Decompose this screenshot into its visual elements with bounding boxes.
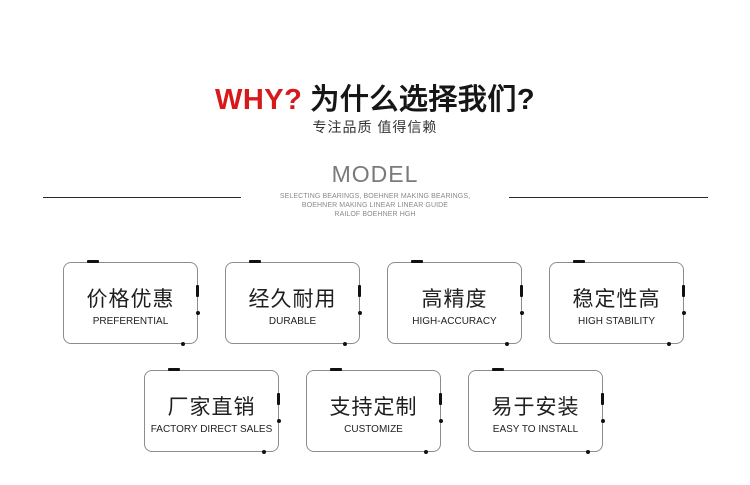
model-desc-line: SELECTING BEARINGS, BOEHNER MAKING BEARI… — [279, 193, 471, 200]
decor-dot — [181, 342, 185, 346]
decor-dash — [168, 368, 180, 371]
model-desc-line: RAILOF BOEHNER HGH — [334, 211, 416, 218]
headline: WHY?为什么选择我们? — [0, 76, 750, 118]
feature-subtitle: EASY TO INSTALL — [492, 424, 579, 435]
decor-dash — [439, 393, 442, 405]
decor-dot — [505, 342, 509, 346]
feature-subtitle: HIGH STABILITY — [577, 316, 656, 327]
feature-card-easy-install: 易于安装 EASY TO INSTALL — [468, 370, 603, 452]
decor-dash — [87, 260, 99, 263]
decor-dash — [358, 285, 361, 297]
divider-right — [509, 197, 708, 198]
decor-dot — [262, 450, 266, 454]
feature-card-customize: 支持定制 CUSTOMIZE — [306, 370, 441, 452]
decor-dash — [249, 260, 261, 263]
decor-dot — [343, 342, 347, 346]
decor-dash — [682, 285, 685, 297]
feature-card-high-accuracy: 高精度 HIGH-ACCURACY — [387, 262, 522, 344]
decor-dash — [492, 368, 504, 371]
why-label: WHY? — [214, 84, 303, 116]
decor-dot — [196, 311, 200, 315]
decor-dot — [601, 419, 605, 423]
decor-dot — [586, 450, 590, 454]
feature-subtitle: PREFERENTIAL — [92, 316, 169, 327]
divider-left — [43, 197, 241, 198]
decor-dot — [358, 311, 362, 315]
feature-title: 价格优惠 — [86, 288, 175, 311]
feature-subtitle: HIGH-ACCURACY — [412, 316, 497, 327]
feature-title: 高精度 — [421, 288, 488, 311]
feature-card-preferential: 价格优惠 PREFERENTIAL — [63, 262, 198, 344]
feature-title: 支持定制 — [329, 396, 418, 419]
decor-dash — [196, 285, 199, 297]
decor-dot — [424, 450, 428, 454]
model-description: SELECTING BEARINGS, BOEHNER MAKING BEARI… — [250, 192, 500, 219]
decor-dash — [330, 368, 342, 371]
feature-subtitle: CUSTOMIZE — [344, 424, 403, 435]
decor-dash — [520, 285, 523, 297]
model-desc-line: BOEHNER MAKING LINEAR LINEAR GUIDE — [301, 202, 449, 209]
model-title: MODEL — [331, 161, 419, 187]
feature-subtitle: DURABLE — [268, 316, 317, 327]
question-title: 为什么选择我们? — [310, 84, 536, 116]
decor-dot — [277, 419, 281, 423]
decor-dot — [439, 419, 443, 423]
decor-dash — [573, 260, 585, 263]
subtitle: 专注品质 值得信赖 — [312, 119, 438, 135]
feature-card-factory-direct: 厂家直销 FACTORY DIRECT SALES — [144, 370, 279, 452]
feature-title: 经久耐用 — [248, 288, 337, 311]
decor-dot — [520, 311, 524, 315]
decor-dash — [277, 393, 280, 405]
feature-title: 易于安装 — [491, 396, 580, 419]
feature-title: 厂家直销 — [167, 396, 256, 419]
decor-dot — [667, 342, 671, 346]
feature-card-durable: 经久耐用 DURABLE — [225, 262, 360, 344]
decor-dash — [601, 393, 604, 405]
decor-dash — [411, 260, 423, 263]
feature-title: 稳定性高 — [572, 288, 661, 311]
decor-dot — [682, 311, 686, 315]
feature-subtitle: FACTORY DIRECT SALES — [150, 424, 273, 435]
feature-card-high-stability: 稳定性高 HIGH STABILITY — [549, 262, 684, 344]
